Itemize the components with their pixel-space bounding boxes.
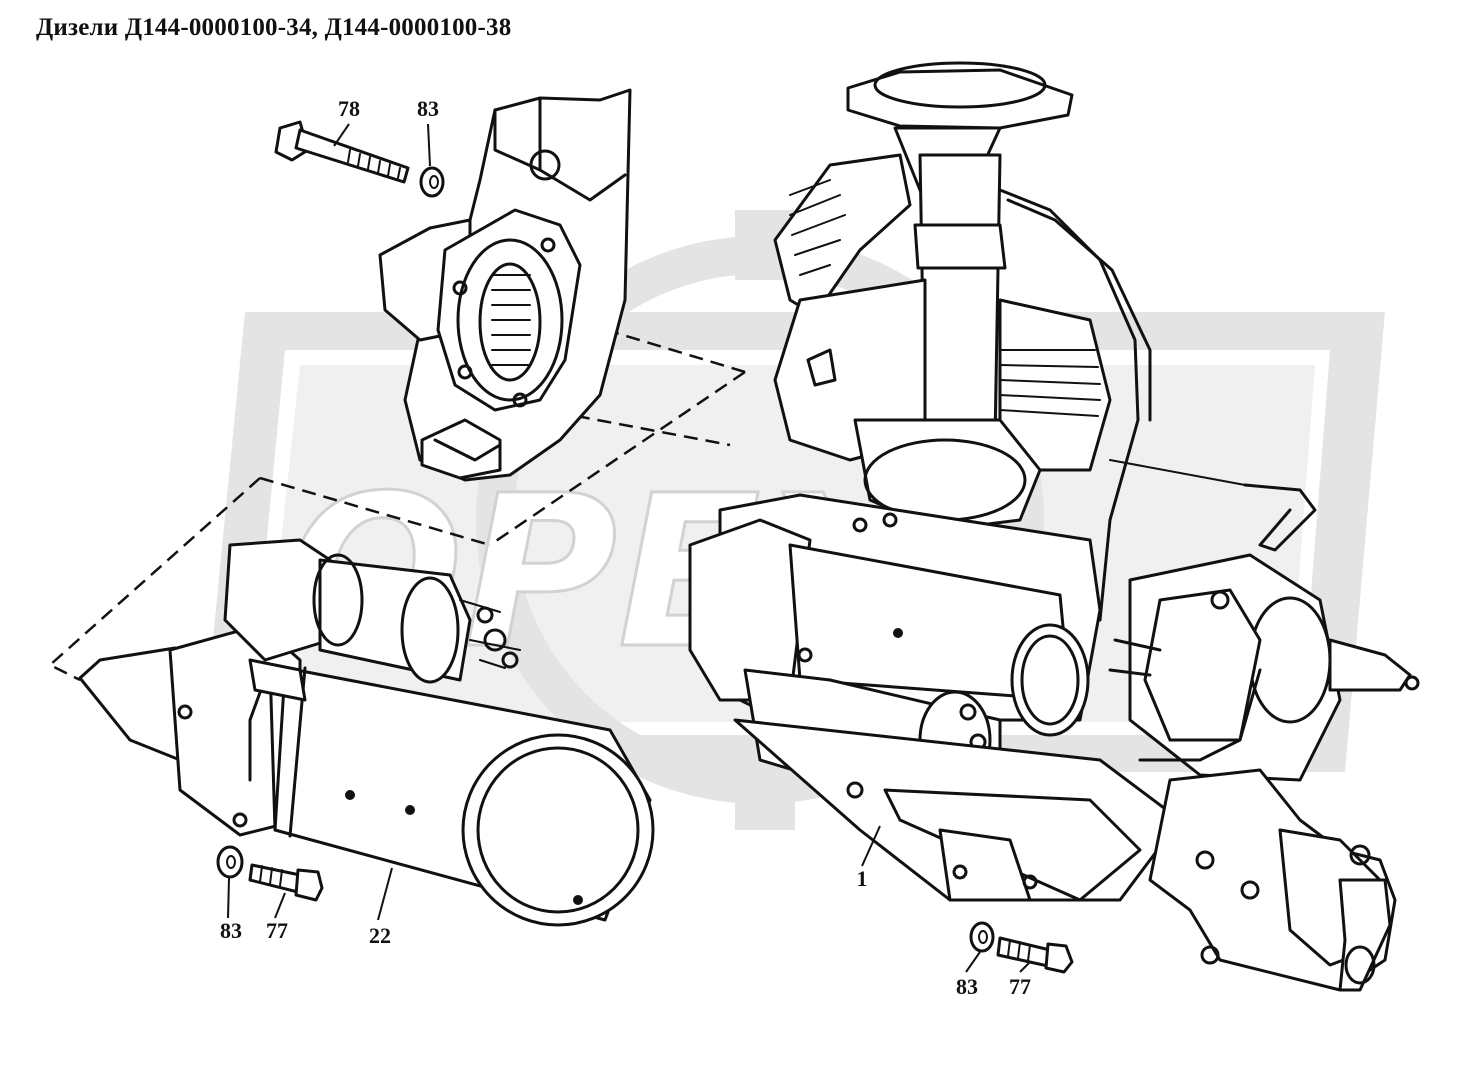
callout-83-top: 83: [417, 96, 439, 121]
callout-83-left: 83: [220, 918, 242, 943]
page-title: Дизели Д144-0000100-34, Д144-0000100-38: [36, 14, 512, 41]
callout-77-right: 77: [1009, 974, 1031, 999]
bolt-77-left: [248, 863, 324, 902]
bolt-78: [274, 120, 410, 184]
callout-1: 1: [856, 866, 868, 891]
washer-83-left: [216, 845, 244, 879]
gear-housing: [378, 88, 632, 482]
engine-assembly: [688, 61, 1420, 992]
callout-83-right: 83: [956, 974, 978, 999]
callout-78: 78: [338, 96, 360, 121]
callout-22: 22: [369, 923, 391, 948]
starter-22: [78, 538, 655, 927]
callout-leaders: [227, 123, 1031, 973]
bolt-77-right: [996, 936, 1074, 974]
washer-83-right: [969, 921, 995, 953]
washer-83-top: [419, 166, 445, 198]
callout-77-left: 77: [266, 918, 288, 943]
